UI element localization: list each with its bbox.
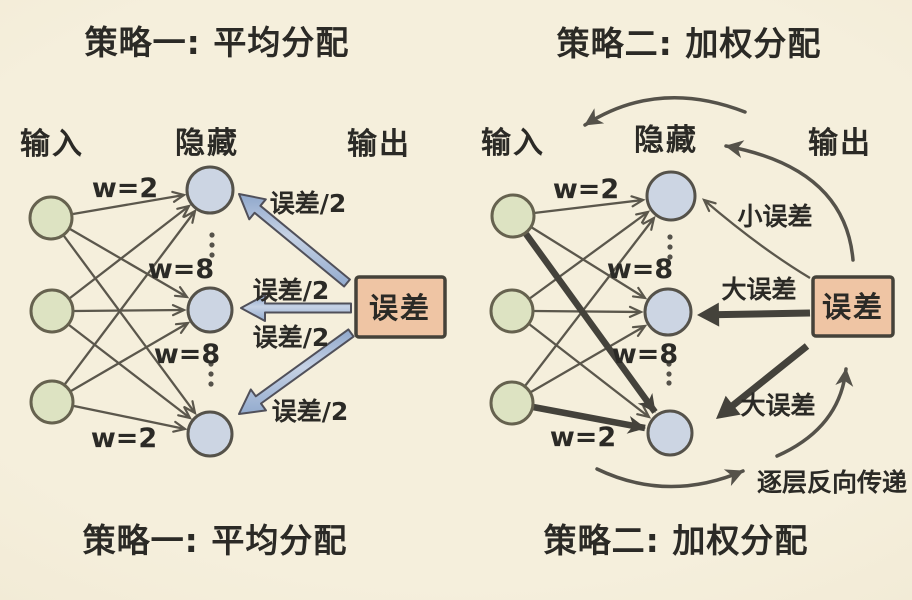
- network-edge: [69, 228, 190, 299]
- large-error-label: 大误差: [740, 391, 815, 420]
- input-node: [489, 380, 535, 426]
- network-edge: [73, 304, 187, 317]
- left-ellipsis-dots: [208, 232, 215, 387]
- right-input-nodes: [489, 193, 536, 426]
- backprop-label: 逐层反向传递: [757, 468, 907, 497]
- small-error-label: 小误差: [737, 202, 812, 231]
- right-hidden-layer-label: 隐藏: [634, 123, 698, 158]
- backprop-arcs: [583, 95, 855, 489]
- weight-label: w=2: [92, 173, 158, 204]
- left-title-top: 策略一: 平均分配: [85, 23, 350, 62]
- error-half-label: 误差/2: [253, 276, 330, 305]
- input-node: [28, 195, 74, 241]
- arc-output-to-hidden: [724, 140, 855, 262]
- weight-label: w=2: [550, 422, 616, 453]
- network-edge: [63, 235, 197, 416]
- left-panel: 策略一: 平均分配 策略一: 平均分配 输入 隐藏 输出: [20, 23, 447, 560]
- arc-under-hidden: [595, 467, 745, 489]
- error-box-label: 误差: [369, 291, 431, 325]
- hidden-node: [643, 287, 693, 337]
- network-edge: [68, 324, 193, 420]
- error-half-label: 误差/2: [253, 323, 330, 352]
- left-error-arrows: [238, 193, 355, 415]
- network-edge: [69, 204, 192, 299]
- right-panel: 策略二: 加权分配 策略二: 加权分配 输入 隐藏 输出: [481, 24, 907, 560]
- weight-label: w=8: [148, 254, 214, 285]
- left-title-bottom: 策略一: 平均分配: [83, 521, 348, 560]
- left-input-nodes: [28, 195, 75, 425]
- right-title-bottom: 策略二: 加权分配: [544, 521, 809, 560]
- arc-hidden-to-input: [583, 95, 747, 127]
- network-edge: [72, 190, 187, 216]
- right-output-layer-label: 输出: [808, 126, 872, 161]
- large-error-arrows: [697, 302, 811, 419]
- small-error-arrow: [701, 198, 811, 279]
- network-edge: [530, 324, 648, 393]
- large-error-arrow-to-hidden3: [716, 343, 810, 419]
- input-node: [29, 288, 75, 334]
- right-title-top: 策略二: 加权分配: [557, 24, 822, 63]
- hidden-node: [186, 286, 234, 334]
- network-edge: [73, 404, 188, 433]
- network-edge-thick: [532, 403, 646, 434]
- input-node: [490, 193, 536, 239]
- error-arrow-to-hidden1: [238, 193, 351, 288]
- weight-label: w=8: [154, 339, 220, 370]
- weight-label: w=2: [91, 423, 157, 454]
- right-network-edges-thick: [523, 232, 658, 434]
- right-hidden-nodes: [643, 170, 697, 457]
- error-half-label: 误差/2: [270, 189, 347, 218]
- error-arrow-to-hidden2: [240, 294, 352, 322]
- weight-label: w=8: [612, 339, 678, 370]
- network-edge-thick: [523, 232, 658, 414]
- hidden-node: [646, 409, 694, 457]
- hidden-node: [186, 410, 234, 458]
- hidden-node: [645, 170, 697, 222]
- error-half-label: 误差/2: [272, 397, 349, 426]
- left-output-layer-label: 输出: [347, 127, 411, 162]
- left-input-layer-label: 输入: [20, 127, 84, 162]
- input-node: [489, 288, 535, 334]
- network-edge: [533, 305, 644, 318]
- network-edge: [528, 210, 651, 300]
- error-arrow-to-hidden3: [238, 328, 355, 415]
- weight-label: w=8: [607, 254, 673, 285]
- weight-label: w=2: [553, 174, 619, 205]
- right-network-edges: [524, 195, 656, 419]
- network-edge: [530, 226, 648, 300]
- network-edge: [533, 195, 646, 215]
- network-edge: [64, 208, 197, 385]
- left-hidden-layer-label: 隐藏: [175, 126, 239, 161]
- arc-up-to-error: [775, 367, 854, 458]
- network-edge: [70, 321, 191, 392]
- right-input-layer-label: 输入: [481, 126, 545, 161]
- hidden-node: [185, 165, 235, 215]
- network-edge: [524, 215, 656, 387]
- large-error-arrow-to-hidden2: [697, 302, 811, 327]
- left-network-edges: [63, 190, 197, 433]
- left-error-box: 误差: [354, 275, 447, 339]
- right-error-box: 误差: [811, 275, 895, 338]
- large-error-label: 大误差: [721, 275, 796, 304]
- error-box-label: 误差: [822, 290, 884, 324]
- left-hidden-nodes: [185, 165, 235, 458]
- network-edge: [528, 323, 652, 419]
- input-node: [29, 379, 75, 425]
- right-ellipsis-dots: [666, 234, 673, 386]
